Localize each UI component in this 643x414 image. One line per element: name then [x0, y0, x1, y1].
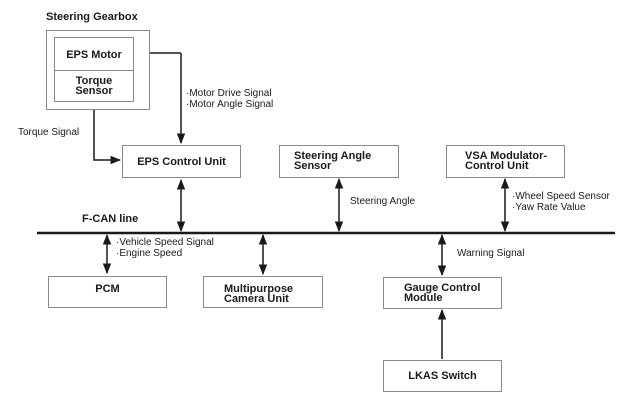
gauge-label-2: Module	[404, 292, 443, 304]
torque-sensor-label-2: Sensor	[75, 85, 113, 97]
torque-signal-label: Torque Signal	[18, 127, 80, 138]
gauge-control-module-block: Gauge Control Module	[383, 277, 502, 309]
pcm-label: PCM	[95, 283, 120, 295]
pcm-block: PCM	[48, 276, 167, 308]
lkas-switch-block: LKAS Switch	[383, 360, 502, 392]
eps-control-unit-block: EPS Control Unit	[122, 145, 241, 178]
eps-motor-block: EPS Motor	[54, 37, 134, 71]
steering-angle-sensor-label-2: Sensor	[294, 160, 332, 172]
eps-control-unit-label: EPS Control Unit	[137, 155, 226, 168]
gauge-label-1: Gauge Control	[404, 282, 481, 294]
multipurpose-camera-unit-block: Multipurpose Camera Unit	[203, 276, 323, 308]
warning-signal-label: Warning Signal	[457, 248, 525, 259]
motor-drive-signal-label: ·Motor Drive Signal	[186, 88, 272, 99]
torque-sensor-block: Torque Sensor	[54, 70, 134, 102]
eps-motor-label: EPS Motor	[66, 48, 122, 61]
steering-gearbox-title: Steering Gearbox	[46, 11, 138, 23]
wheel-speed-sensor-label: ·Wheel Speed Sensor	[512, 191, 610, 202]
camera-label-2: Camera Unit	[224, 293, 289, 305]
camera-label-1: Multipurpose	[224, 283, 294, 295]
vsa-label-2: Control Unit	[465, 160, 529, 172]
engine-speed-label: ·Engine Speed	[116, 248, 183, 259]
steering-angle-sensor-label-1: Steering Angle	[294, 150, 372, 162]
torque-sensor-label-1: Torque	[75, 75, 113, 87]
lkas-switch-label: LKAS Switch	[408, 370, 477, 382]
torque-signal-arrow	[93, 102, 122, 165]
steering-angle-sensor-block: Steering Angle Sensor	[279, 145, 399, 178]
steering-angle-signal-label: Steering Angle	[350, 196, 416, 207]
vsa-label-1: VSA Modulator-	[465, 150, 548, 162]
fcan-line-label: F-CAN line	[82, 213, 139, 225]
motor-angle-signal-label: ·Motor Angle Signal	[186, 99, 274, 110]
vehicle-speed-signal-label: ·Vehicle Speed Signal	[116, 237, 214, 248]
yaw-rate-value-label: ·Yaw Rate Value	[512, 202, 586, 213]
vsa-modulator-control-unit-block: VSA Modulator- Control Unit	[446, 145, 565, 178]
